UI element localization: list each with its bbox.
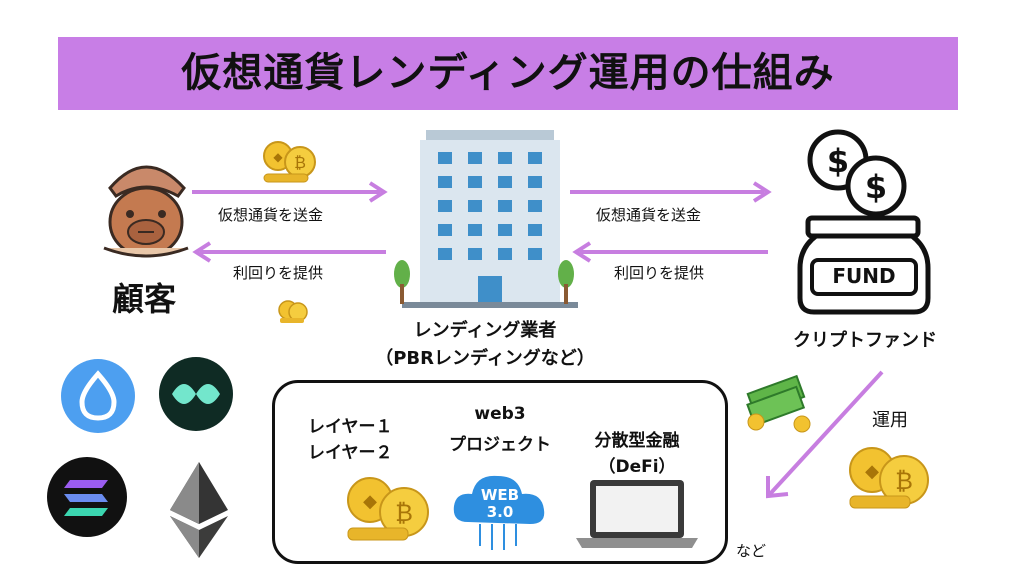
svg-text:◆: ◆ — [273, 150, 283, 164]
operation-label: 運用 — [872, 410, 908, 431]
left-arrows — [192, 181, 388, 263]
operation-arrow — [766, 370, 884, 499]
right-arrows — [570, 181, 772, 263]
svg-text:₿: ₿ — [895, 467, 913, 495]
targets-box — [272, 380, 728, 564]
capybara-icon — [103, 165, 189, 258]
customer-label: 顧客 — [112, 280, 177, 318]
layer2-label: レイヤー２ — [308, 443, 393, 463]
coins-icon: ◆ ₿ — [347, 477, 429, 541]
title-banner — [58, 37, 958, 110]
mantle-logo-icon — [159, 357, 233, 431]
money-stack-icon — [746, 374, 811, 433]
svg-text:₿: ₿ — [294, 153, 306, 172]
defi-sublabel: （DeFi） — [598, 457, 676, 477]
send-label-left: 仮想通貨を送金 — [218, 206, 324, 224]
laptop-icon — [576, 480, 698, 548]
solana-logo-icon — [47, 457, 127, 537]
return-label-left: 利回りを提供 — [233, 264, 324, 282]
fund-box-text: FUND — [832, 264, 896, 288]
web3-label: web3 — [474, 404, 526, 424]
sui-logo-icon — [61, 359, 135, 433]
fund-jar-icon: $ $ — [797, 129, 931, 315]
lender-label: レンディング業者 — [413, 320, 557, 341]
send-label-right: 仮想通貨を送金 — [596, 206, 702, 224]
coins-icon: ◆ ₿ — [263, 141, 316, 183]
svg-text:◆: ◆ — [363, 491, 377, 512]
lender-sublabel: （PBRレンディングなど） — [375, 348, 595, 369]
defi-label: 分散型金融 — [594, 431, 680, 451]
page-title: 仮想通貨レンディング運用の仕組み — [181, 50, 835, 96]
coins-icon — [278, 300, 308, 323]
web3-project-label: プロジェクト — [449, 435, 551, 455]
etc-label: など — [736, 542, 767, 560]
return-label-right: 利回りを提供 — [614, 264, 705, 282]
web3-cloud-text2: 3.0 — [486, 503, 514, 521]
building-icon — [394, 130, 578, 308]
svg-text:$: $ — [827, 142, 849, 180]
web3-cloud-icon — [453, 475, 545, 550]
ethereum-logo-icon — [170, 462, 228, 558]
svg-text:◆: ◆ — [865, 461, 879, 482]
svg-text:$: $ — [865, 168, 887, 206]
fund-label: クリプトファンド — [793, 330, 937, 351]
web3-cloud-text1: WEB — [480, 486, 520, 504]
layer1-label: レイヤー１ — [308, 417, 393, 437]
coins-icon: ◆ ₿ — [849, 447, 929, 509]
svg-text:₿: ₿ — [395, 499, 413, 527]
